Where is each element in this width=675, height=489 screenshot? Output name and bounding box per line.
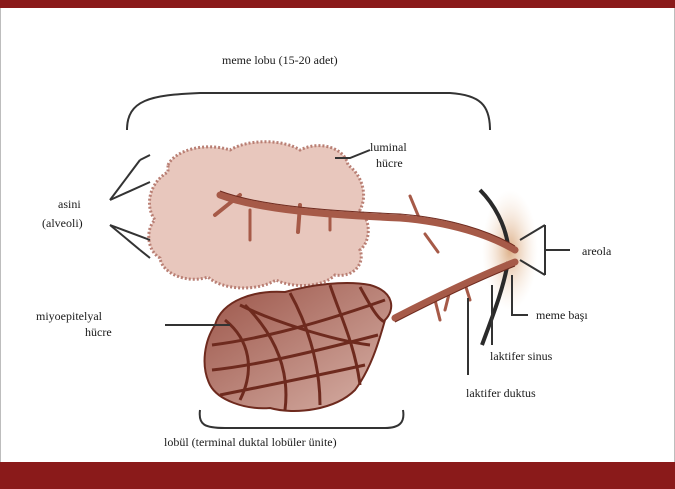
lobule-label: lobül (terminal duktal lobüler ünite)	[164, 435, 337, 449]
lobe-label: meme lobu (15-20 adet)	[222, 53, 338, 67]
acini-label-line2: (alveoli)	[42, 216, 83, 230]
duct-label: laktifer duktus	[466, 386, 536, 400]
myo-label-line2: hücre	[85, 325, 112, 339]
luminal-label-line1: luminal	[370, 140, 407, 154]
areola-label: areola	[582, 244, 612, 258]
myo-label-line1: miyoepitelyal	[36, 309, 103, 323]
acini-label-line1: asini	[58, 197, 81, 211]
nipple-label: meme başı	[536, 308, 588, 322]
lobule-bracket	[200, 410, 404, 428]
luminal-label-line2: hücre	[376, 156, 403, 170]
acini-brackets	[110, 155, 150, 258]
sinus-label: laktifer sinus	[490, 349, 553, 363]
lobe-bracket	[127, 93, 490, 130]
